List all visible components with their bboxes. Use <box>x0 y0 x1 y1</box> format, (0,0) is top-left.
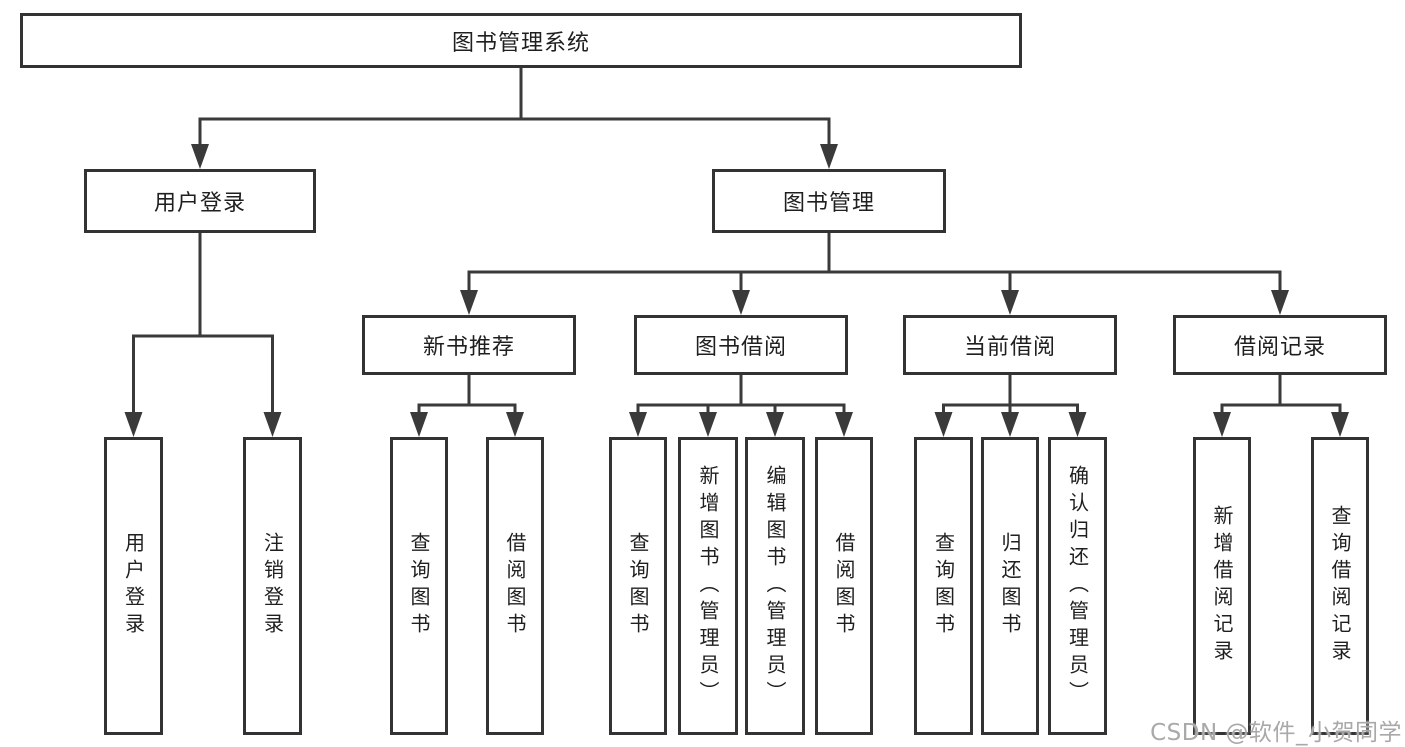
node-label: 确认归还（管理员） <box>1065 464 1090 708</box>
leaf-confirm-return-admin: 确认归还（管理员） <box>1048 437 1107 735</box>
stem-current-borrow-to-leaves <box>942 375 1079 418</box>
leaf-logout: 注销登录 <box>243 437 302 735</box>
leaf-query-books-recommend: 查询图书 <box>390 437 448 735</box>
stem-user-login-to-leaves <box>132 233 274 418</box>
leaf-return-books: 归还图书 <box>981 437 1039 735</box>
stem-root-to-level2 <box>198 68 831 150</box>
node-new-book-recommend: 新书推荐 <box>362 315 576 375</box>
stem-new-book-rec-to-leaves <box>417 375 517 418</box>
leaf-borrow-books-recommend: 借阅图书 <box>486 437 544 735</box>
node-label: 查询借阅记录 <box>1328 505 1352 667</box>
node-borrowing-records: 借阅记录 <box>1173 315 1387 375</box>
leaf-query-books-borrow: 查询图书 <box>609 437 667 735</box>
csdn-watermark: CSDN @软件_小贺同学 <box>1150 720 1402 746</box>
arrowhead <box>263 412 282 437</box>
leaf-query-books-current: 查询图书 <box>914 437 973 735</box>
node-root-library-system: 图书管理系统 <box>20 13 1022 68</box>
leaf-add-borrow-record: 新增借阅记录 <box>1193 437 1251 735</box>
stem-book-borrow-to-leaves <box>636 375 846 418</box>
arrowhead <box>835 412 853 437</box>
node-label: 图书借阅 <box>694 335 787 360</box>
node-label: 图书管理系统 <box>451 30 590 56</box>
node-label: 借阅图书 <box>503 532 527 640</box>
node-book-management: 图书管理 <box>712 169 946 233</box>
node-current-borrowing: 当前借阅 <box>903 315 1117 375</box>
stem-borrow-records-to-leaves <box>1220 375 1342 418</box>
node-label: 查询图书 <box>931 532 956 640</box>
node-label: 新增借阅记录 <box>1210 505 1234 667</box>
arrowhead <box>1001 412 1019 437</box>
leaf-user-login: 用户登录 <box>104 437 163 735</box>
node-label: 用户登录 <box>153 191 246 216</box>
arrowhead <box>732 290 750 315</box>
arrowhead <box>506 412 524 437</box>
leaf-query-borrow-record: 查询借阅记录 <box>1311 437 1369 735</box>
arrowhead <box>410 412 428 437</box>
arrowhead <box>934 412 953 437</box>
arrowhead <box>1001 290 1019 315</box>
node-label: 新增图书（管理员） <box>696 464 720 708</box>
node-label: 借阅记录 <box>1233 335 1326 360</box>
arrowhead <box>699 412 717 437</box>
node-book-borrowing: 图书借阅 <box>634 315 848 375</box>
node-label: 图书管理 <box>782 191 875 216</box>
leaf-borrow-books: 借阅图书 <box>815 437 873 735</box>
arrowhead <box>1213 412 1231 437</box>
leaf-edit-books-admin: 编辑图书（管理员） <box>745 437 805 735</box>
arrowhead <box>820 144 838 169</box>
leaf-add-books-admin: 新增图书（管理员） <box>678 437 738 735</box>
node-label: 当前借阅 <box>963 335 1056 360</box>
arrowhead <box>460 290 478 315</box>
node-label: 归还图书 <box>998 532 1022 640</box>
node-user-login: 用户登录 <box>84 169 316 233</box>
arrowhead <box>191 144 209 169</box>
node-label: 查询图书 <box>407 532 431 640</box>
arrowhead <box>629 412 647 437</box>
node-label: 编辑图书（管理员） <box>763 464 787 708</box>
arrowhead <box>1331 412 1349 437</box>
node-label: 用户登录 <box>121 532 146 640</box>
node-label: 注销登录 <box>260 532 285 640</box>
arrowhead <box>1068 412 1087 437</box>
arrowhead <box>124 412 143 437</box>
node-label: 查询图书 <box>626 532 650 640</box>
arrowhead <box>766 412 784 437</box>
node-label: 借阅图书 <box>832 532 856 640</box>
node-label: 新书推荐 <box>422 335 515 360</box>
stem-book-mgmt-to-level3 <box>467 233 1282 296</box>
arrowhead <box>1271 290 1289 315</box>
